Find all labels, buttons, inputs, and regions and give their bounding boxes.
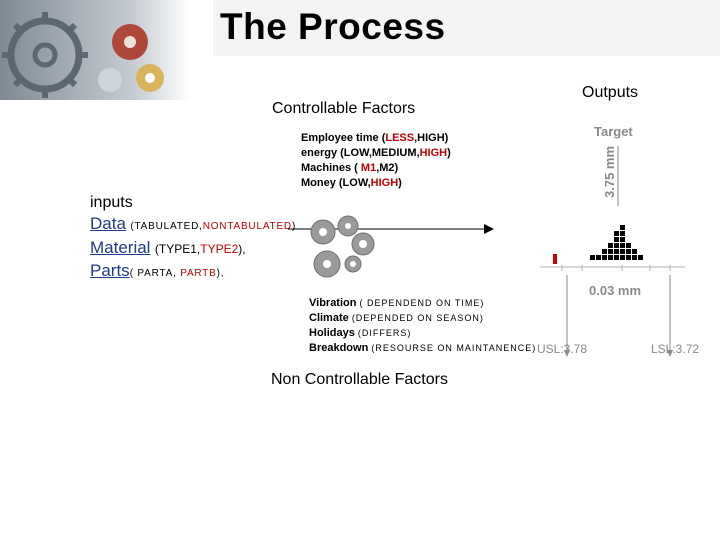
histogram-cell xyxy=(632,249,637,254)
histogram-cell xyxy=(626,255,631,260)
factor-holidays: Holidays (DIFFERS) xyxy=(309,326,536,341)
histogram-cell xyxy=(620,231,625,236)
parts-link[interactable]: Parts xyxy=(90,261,130,280)
factor-breakdown: Breakdown (RESOURSE ON MAINTANENCE) xyxy=(309,341,536,356)
non-controllable-factor-list: Vibration ( DEPENDEND ON TIME) Climate (… xyxy=(309,296,536,356)
histogram-cell xyxy=(620,243,625,248)
input-data: Data (TABULATED,NONTABULATED) xyxy=(90,213,296,237)
histogram-cell xyxy=(590,255,595,260)
outlier-mark xyxy=(553,254,557,264)
inputs-list: inputs Data (TABULATED,NONTABULATED) Mat… xyxy=(90,192,296,284)
histogram-cell xyxy=(620,225,625,230)
histogram-cell xyxy=(596,255,601,260)
lsl-label: LSL:3.72 xyxy=(651,342,699,356)
histogram-cell xyxy=(602,255,607,260)
data-link[interactable]: Data xyxy=(90,214,126,233)
controllable-factor-list: Employee time (LESS,HIGH) energy (LOW,ME… xyxy=(301,131,451,191)
inputs-heading: inputs xyxy=(90,192,296,213)
histogram-cell xyxy=(620,237,625,242)
usl-label: USL:3.78 xyxy=(537,342,587,356)
tolerance-label: 0.03 mm xyxy=(589,283,641,298)
histogram-cell xyxy=(614,231,619,236)
factor-energy: energy (LOW,MEDIUM,HIGH) xyxy=(301,146,451,161)
target-label: Target xyxy=(594,124,633,139)
histogram-cell xyxy=(638,255,643,260)
dimension-label: 3.75 mm xyxy=(602,146,617,198)
material-link[interactable]: Material xyxy=(90,238,150,257)
factor-climate: Climate (DEPENDED ON SEASON) xyxy=(309,311,536,326)
gear-photo-icon xyxy=(0,0,190,100)
histogram-cell xyxy=(614,255,619,260)
histogram-cell xyxy=(620,255,625,260)
histogram-cell xyxy=(608,243,613,248)
histogram-cell xyxy=(620,249,625,254)
output-histogram xyxy=(520,195,720,360)
histogram-cell xyxy=(602,249,607,254)
histogram-cell xyxy=(614,243,619,248)
histogram-cell xyxy=(614,249,619,254)
factor-machines: Machines ( M1,M2) xyxy=(301,161,451,176)
non-controllable-heading: Non Controllable Factors xyxy=(271,371,448,389)
histogram-cell xyxy=(614,237,619,242)
factor-employee-time: Employee time (LESS,HIGH) xyxy=(301,131,451,146)
histogram-cell xyxy=(608,249,613,254)
outputs-heading: Outputs xyxy=(582,84,638,102)
gears-cluster-icon xyxy=(305,212,380,282)
input-material: Material (TYPE1,TYPE2), xyxy=(90,237,296,260)
input-parts: Parts( PARTA, PARTB), xyxy=(90,260,296,284)
factor-money: Money (LOW,HIGH) xyxy=(301,176,451,191)
histogram-cell xyxy=(626,243,631,248)
page-title: The Process xyxy=(220,6,446,48)
controllable-heading: Controllable Factors xyxy=(272,100,415,118)
histogram-cell xyxy=(608,255,613,260)
histogram-cell xyxy=(632,255,637,260)
histogram-cell xyxy=(626,249,631,254)
factor-vibration: Vibration ( DEPENDEND ON TIME) xyxy=(309,296,536,311)
